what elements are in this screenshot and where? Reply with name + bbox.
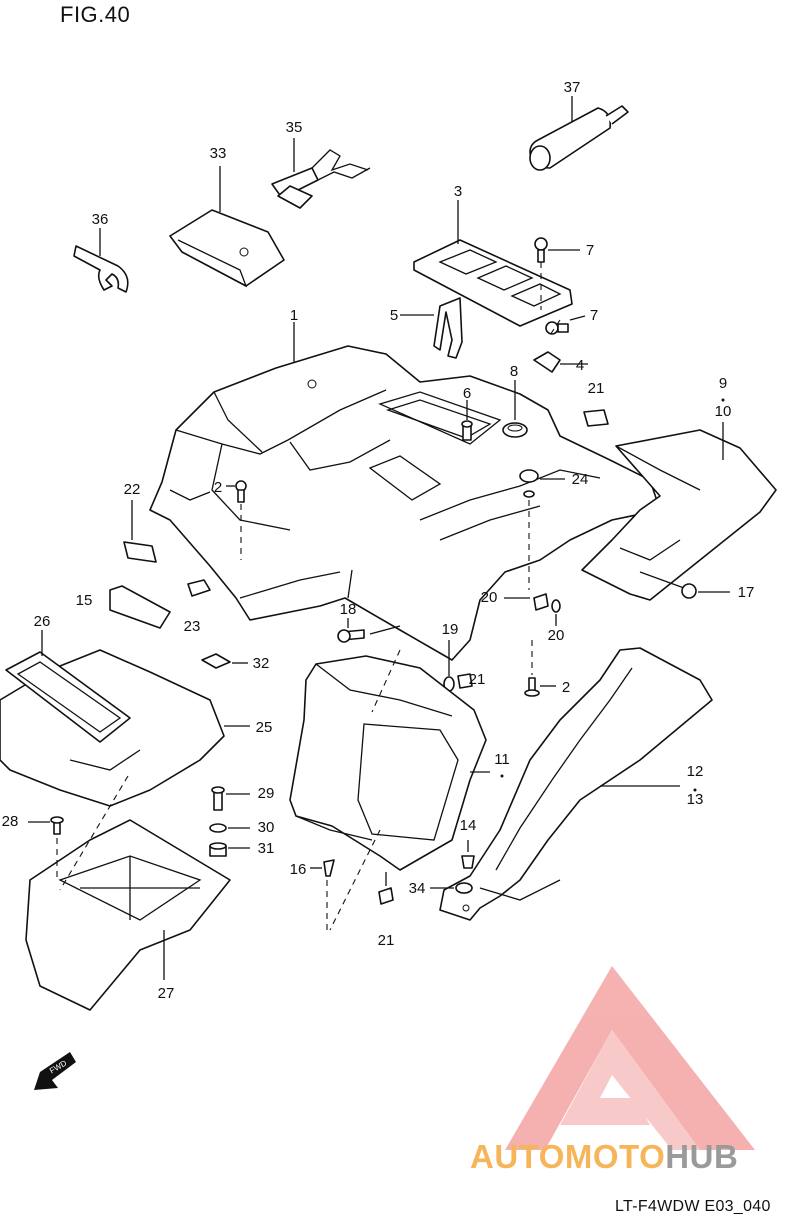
callout-25: 25 — [256, 719, 273, 736]
callout-31: 31 — [258, 840, 275, 857]
part-32-spacer — [209, 842, 250, 857]
part-24-pad — [187, 579, 211, 597]
callout-24: 24 — [572, 471, 589, 488]
part-16-trim — [109, 585, 171, 629]
callout-34: 34 — [409, 880, 426, 897]
part-11-12-inner-panel — [289, 655, 490, 871]
assembly-dash-line — [371, 649, 401, 713]
callout-21: 21 — [588, 380, 605, 397]
part-18-bolt — [639, 571, 730, 599]
callout-7: 7 — [586, 242, 594, 259]
part-20-washer-right — [551, 599, 561, 626]
part-15-pin — [461, 840, 475, 869]
callout-12: 12 — [687, 763, 704, 780]
part-7-bolt-top — [534, 237, 580, 310]
callout-2: 2 — [562, 679, 570, 696]
part-28-cover — [25, 819, 231, 1011]
part-34-pad — [169, 166, 285, 288]
part-36-strap — [271, 138, 371, 209]
part-23-seal — [123, 500, 157, 563]
assembly-dash-line — [329, 829, 381, 931]
part-2-bolt-right — [524, 640, 556, 697]
callout-4: 4 — [576, 357, 584, 374]
part-19-bolt — [337, 618, 401, 643]
part-38-tool-tube — [529, 96, 629, 171]
part-29-bolt — [28, 816, 64, 880]
callout-11: 11 — [494, 751, 510, 768]
callout-16: 16 — [290, 861, 307, 878]
callout-20: 20 — [481, 589, 498, 606]
part-2-bolt-left — [226, 480, 247, 560]
callout-1: 1 — [290, 307, 298, 324]
part-25-grommet — [519, 469, 565, 590]
part-22-block — [583, 409, 609, 427]
callout-15: 15 — [76, 592, 93, 609]
part-3-rack — [413, 200, 573, 327]
callout-20: 20 — [548, 627, 565, 644]
part-30-bolt — [211, 786, 250, 811]
callout-14: 14 — [460, 817, 477, 834]
part-35-washer — [430, 882, 473, 894]
callout-separator-dot — [693, 788, 697, 792]
watermark-logo-icon — [505, 966, 755, 1150]
callout-17: 17 — [738, 584, 755, 601]
callout-7: 7 — [590, 307, 598, 324]
callout-10: 10 — [715, 403, 732, 420]
part-4-clip — [533, 351, 588, 373]
callout-35: 35 — [286, 119, 303, 136]
callout-19: 19 — [442, 621, 459, 638]
callout-32: 32 — [253, 655, 270, 672]
callout-13: 13 — [687, 791, 704, 808]
callout-separator-dot — [500, 774, 504, 778]
assembly-dash-line — [59, 775, 129, 891]
part-37-wrench — [73, 228, 129, 293]
callout-separator-dot — [721, 398, 725, 402]
part-31-washer — [209, 823, 250, 833]
watermark-part2: HUB — [665, 1138, 739, 1175]
callout-3: 3 — [454, 183, 462, 200]
part-17-pin — [310, 859, 335, 930]
callout-8: 8 — [510, 363, 518, 380]
part-8-cap — [502, 380, 528, 438]
part-21-nut-mid — [457, 673, 473, 689]
callout-21: 21 — [469, 671, 486, 688]
callout-26: 26 — [34, 613, 51, 630]
part-33-cushion — [201, 653, 248, 669]
callout-33: 33 — [210, 145, 227, 162]
watermark-wordmark: AUTOMOTOHUB — [470, 1138, 738, 1176]
callout-9: 9 — [719, 375, 727, 392]
part-7-bolt-side — [545, 315, 586, 335]
callout-36: 36 — [92, 211, 109, 228]
part-6-plug — [461, 400, 473, 441]
figure-code: LT-F4WDW E03_040 — [615, 1198, 771, 1215]
callout-6: 6 — [463, 385, 471, 402]
callout-30: 30 — [258, 819, 275, 836]
callout-28: 28 — [2, 813, 19, 830]
part-21-nut-top — [504, 593, 549, 611]
watermark-part1: AUTOMOTO — [470, 1138, 666, 1175]
part-9-10-flap — [581, 422, 777, 601]
part-21-nut-bottom — [378, 872, 394, 905]
part-20-washer-left — [443, 640, 455, 692]
callout-37: 37 — [564, 79, 581, 96]
callout-2: 2 — [214, 479, 222, 496]
part-1-rear-fender — [149, 322, 661, 661]
figure-title: FIG.40 — [60, 2, 131, 27]
callout-29: 29 — [258, 785, 275, 802]
callout-27: 27 — [158, 985, 175, 1002]
callout-21: 21 — [378, 932, 395, 949]
callout-18: 18 — [340, 601, 357, 618]
assembly-dash-line — [547, 319, 561, 339]
part-5-bracket — [400, 297, 463, 359]
part-13-14-side-guard — [439, 647, 713, 921]
callout-23: 23 — [184, 618, 201, 635]
fwd-arrow-icon: FWD — [34, 1052, 76, 1090]
part-26-27-storage-box — [0, 630, 250, 807]
callout-5: 5 — [390, 307, 398, 324]
callout-22: 22 — [124, 481, 141, 498]
